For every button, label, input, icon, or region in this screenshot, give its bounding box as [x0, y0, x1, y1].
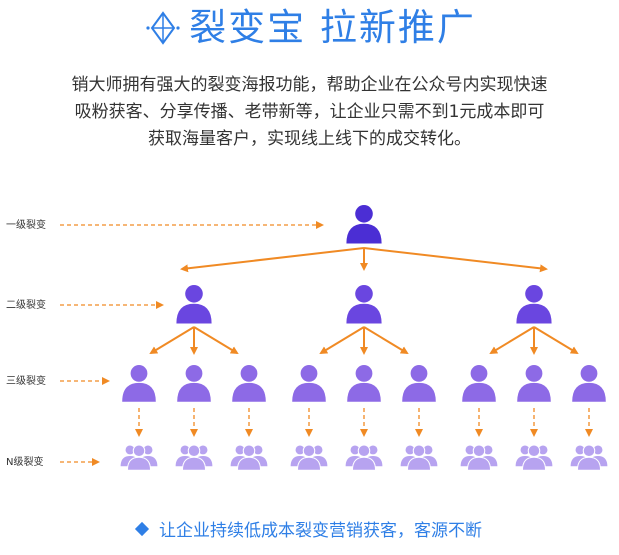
leveln-group-icon-8 [514, 444, 554, 471]
diamond-sparkle-icon [143, 10, 183, 58]
footer-text: 让企业持续低成本裂变营销获客，客源不断 [159, 521, 482, 541]
arrow-l2-1-to-l3-1 [149, 326, 195, 355]
level3-person-icon-6 [402, 365, 436, 402]
leveln-group-icon-2 [174, 444, 214, 471]
page-title: 裂变宝 拉新推广 [0, 4, 619, 58]
title-text: 裂变宝 拉新推广 [189, 6, 476, 49]
arrow-l2-3-to-l3-3 [533, 326, 579, 355]
arrow-l2-1-to-l3-3 [193, 326, 239, 355]
leveln-group-icon-6 [399, 444, 439, 471]
arrow-l2-3-to-l3-1 [489, 326, 535, 355]
arrow-l2-2-to-l3-3 [363, 326, 409, 355]
level3-person-icon-8 [517, 365, 551, 402]
arrow-root-to-l2-1 [180, 247, 365, 273]
leveln-group-icon-3 [229, 444, 269, 471]
level3-person-icon-3 [232, 365, 266, 402]
level3-person-icon-2 [177, 365, 211, 402]
level3-person-icon-5 [347, 365, 381, 402]
leveln-group-icon-1 [119, 444, 159, 471]
level-label-2: 二级裂变 [6, 298, 46, 311]
level-label-3: 三级裂变 [6, 374, 46, 387]
person-nodes [119, 205, 609, 471]
diamond-bullet-icon [134, 521, 150, 537]
level3-person-icon-7 [462, 365, 496, 402]
level-label-n: N级裂变 [6, 455, 43, 468]
leveln-group-icon-9 [569, 444, 609, 471]
leveln-group-icon-7 [459, 444, 499, 471]
level2-person-icon-3 [516, 285, 552, 324]
root-person-icon [346, 205, 382, 244]
leveln-group-icon-5 [344, 444, 384, 471]
description-line-2: 吸粉获客、分享传播、老带新等，让企业只需不到1元成本即可 [74, 102, 545, 122]
fission-tree-diagram: 一级裂变 二级裂变 三级裂变 N级裂变 [6, 205, 609, 471]
level-label-1: 一级裂变 [6, 218, 46, 231]
description-line-3: 获取海量客户，实现线上线下的成交转化。 [148, 129, 471, 149]
description-line-1: 销大师拥有强大的裂变海报功能，帮助企业在公众号内实现快速 [71, 75, 548, 95]
level3-person-icon-4 [292, 365, 326, 402]
footer-slogan: 让企业持续低成本裂变营销获客，客源不断 [0, 518, 619, 544]
level3-person-icon-1 [122, 365, 156, 402]
level2-person-icon-1 [176, 285, 212, 324]
leveln-group-icon-4 [289, 444, 329, 471]
arrow-root-to-l2-3 [363, 247, 548, 273]
connector-arrows [60, 221, 593, 466]
arrow-l2-2-to-l3-1 [319, 326, 365, 355]
level2-person-icon-2 [346, 285, 382, 324]
level3-person-icon-9 [572, 365, 606, 402]
description: 销大师拥有强大的裂变海报功能，帮助企业在公众号内实现快速 吸粉获客、分享传播、老… [0, 72, 619, 153]
